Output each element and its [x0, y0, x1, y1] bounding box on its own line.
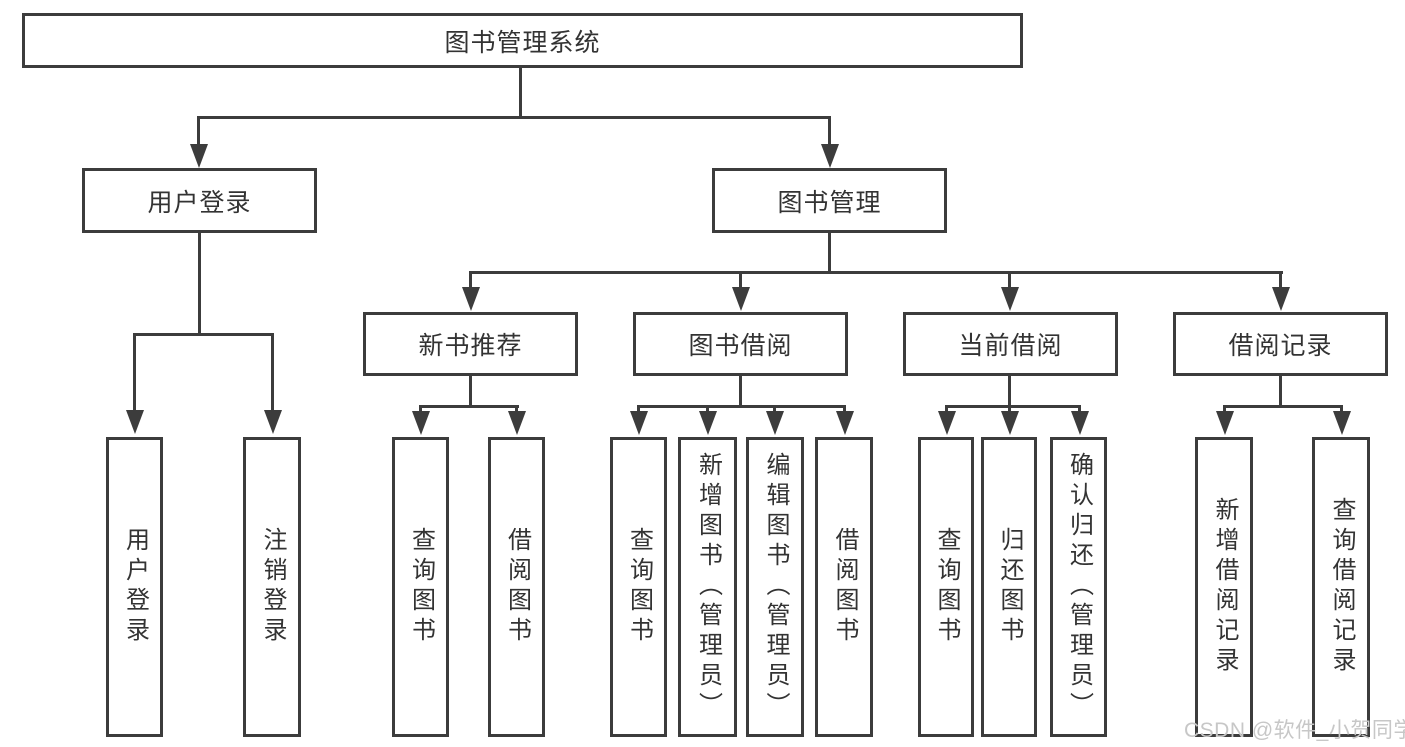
arrowhead-down-icon: [630, 411, 648, 435]
connector-branch-horizontal: [637, 405, 846, 408]
connector-stem-leaf: [773, 405, 776, 413]
leaf-label: 新增借阅记录: [1211, 497, 1238, 677]
leaf-confirm-return-admin: 确认归还（管理员）: [1050, 437, 1107, 737]
connector-stem-leaf: [133, 333, 136, 411]
connector-stem-user-login: [197, 116, 200, 146]
leaf-user-login: 用户登录: [106, 437, 163, 737]
arrowhead-down-icon: [126, 410, 144, 434]
arrowhead-down-icon: [462, 287, 480, 311]
connector-stem-leaf: [1078, 405, 1081, 413]
leaf-label: 查询图书: [625, 527, 653, 647]
arrowhead-down-icon: [1272, 287, 1290, 311]
leaf-label: 查询图书: [407, 527, 435, 647]
leaf-add-borrow-record: 新增借阅记录: [1195, 437, 1253, 737]
node-label: 借阅记录: [1228, 332, 1333, 360]
node-borrowing-records: 借阅记录: [1173, 312, 1388, 376]
leaf-label: 查询借阅记录: [1328, 497, 1355, 677]
connector-stem-leaf: [1008, 405, 1011, 413]
leaf-query-books-recommend: 查询图书: [392, 437, 449, 737]
arrowhead-down-icon: [264, 410, 282, 434]
connector-branch-stem: [1008, 376, 1011, 407]
arrowhead-down-icon: [1071, 411, 1089, 435]
leaf-label: 新增图书（管理员）: [694, 452, 722, 722]
arrowhead-down-icon: [1333, 411, 1351, 435]
leaf-label: 借阅图书: [831, 527, 858, 647]
connector-branch-stem: [739, 376, 742, 407]
connector-stem-leaf: [637, 405, 640, 413]
arrowhead-down-icon: [190, 144, 208, 168]
arrowhead-down-icon: [938, 411, 956, 435]
arrowhead-down-icon: [821, 144, 839, 168]
connector-branch-horizontal: [419, 405, 519, 408]
arrowhead-down-icon: [412, 411, 430, 435]
node-label: 图书管理: [777, 188, 882, 217]
node-user-login: 用户登录: [82, 168, 317, 233]
arrowhead-down-icon: [836, 411, 854, 435]
leaf-label: 查询图书: [933, 527, 960, 647]
arrowhead-down-icon: [699, 411, 717, 435]
connector-root-stem: [519, 66, 522, 118]
arrowhead-down-icon: [732, 287, 750, 311]
node-new-book-recommendation: 新书推荐: [363, 312, 578, 376]
leaf-edit-book-admin: 编辑图书（管理员）: [746, 437, 804, 737]
leaf-query-books-borrowing: 查询图书: [610, 437, 667, 737]
connector-stem-leaf: [515, 405, 518, 413]
node-label: 图书管理系统: [444, 28, 601, 57]
connector-root-horizontal: [197, 116, 831, 119]
arrowhead-down-icon: [1001, 287, 1019, 311]
leaf-label: 借阅图书: [503, 527, 531, 647]
leaf-label: 注销登录: [259, 527, 286, 647]
connector-bookmgmt-stem: [828, 233, 831, 274]
connector-stem-leaf: [1340, 405, 1343, 413]
connector-stem-leaf: [1279, 271, 1282, 289]
connector-stem-leaf: [271, 333, 274, 411]
connector-stem-leaf: [843, 405, 846, 413]
connector-stem-leaf: [419, 405, 422, 413]
leaf-label: 编辑图书（管理员）: [762, 452, 789, 722]
connector-stem-book-management: [828, 116, 831, 146]
connector-userlogin-stem: [198, 233, 201, 335]
node-label: 新书推荐: [418, 332, 523, 360]
arrowhead-down-icon: [1001, 411, 1019, 435]
leaf-label: 确认归还（管理员）: [1065, 452, 1093, 722]
node-label: 图书借阅: [688, 332, 793, 360]
node-label: 当前借阅: [958, 332, 1063, 360]
node-book-management: 图书管理: [712, 168, 947, 233]
leaf-borrow-books-borrowing: 借阅图书: [815, 437, 873, 737]
leaf-label: 用户登录: [121, 527, 149, 647]
node-label: 用户登录: [147, 188, 252, 217]
connector-userlogin-horizontal: [133, 333, 274, 336]
arrowhead-down-icon: [1216, 411, 1234, 435]
node-library-management-system: 图书管理系统: [22, 13, 1023, 68]
leaf-borrow-books-recommend: 借阅图书: [488, 437, 545, 737]
connector-branch-horizontal: [945, 405, 1081, 408]
connector-branch-stem: [469, 376, 472, 407]
connector-stem-leaf: [739, 271, 742, 289]
arrowhead-down-icon: [766, 411, 784, 435]
node-current-borrowing: 当前借阅: [903, 312, 1118, 376]
leaf-query-borrow-record: 查询借阅记录: [1312, 437, 1370, 737]
arrowhead-down-icon: [508, 411, 526, 435]
node-book-borrowing: 图书借阅: [633, 312, 848, 376]
connector-stem-leaf: [945, 405, 948, 413]
csdn-watermark: CSDN @软件_小贺同学: [1184, 719, 1405, 742]
leaf-add-book-admin: 新增图书（管理员）: [678, 437, 737, 737]
connector-stem-leaf: [706, 405, 709, 413]
leaf-query-books-current: 查询图书: [918, 437, 974, 737]
leaf-logout: 注销登录: [243, 437, 301, 737]
leaf-return-books: 归还图书: [981, 437, 1037, 737]
connector-stem-leaf: [1223, 405, 1226, 413]
connector-branch-stem: [1279, 376, 1282, 407]
leaf-label: 归还图书: [996, 527, 1023, 647]
connector-stem-leaf: [469, 271, 472, 289]
connector-bookmgmt-horizontal: [469, 271, 1283, 274]
connector-branch-horizontal: [1223, 405, 1343, 408]
connector-stem-leaf: [1008, 271, 1011, 289]
